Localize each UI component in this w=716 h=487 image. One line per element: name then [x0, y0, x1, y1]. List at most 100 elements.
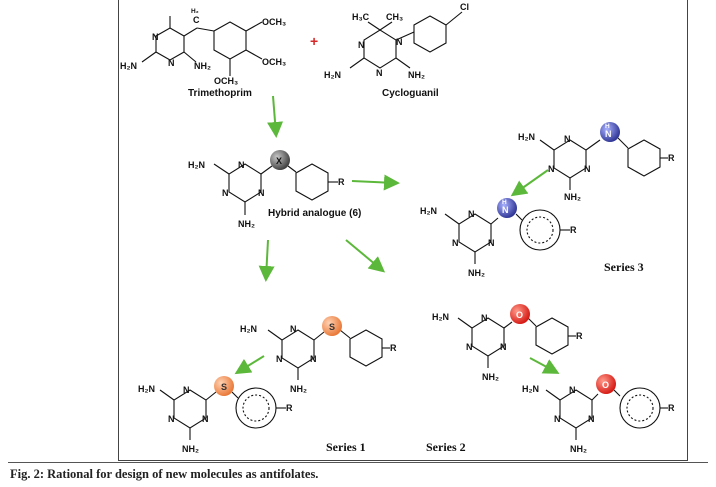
atom-n: N	[376, 68, 383, 78]
atom-och3: OCH₃	[214, 76, 238, 86]
n-linker-ball	[600, 122, 620, 142]
atom-s: S	[329, 322, 335, 332]
o-linker-ball	[596, 374, 616, 394]
atom-n: N	[588, 414, 595, 424]
atom-n: N	[605, 129, 612, 139]
series1-structure-b	[159, 387, 286, 440]
atom-h: H	[605, 123, 610, 130]
atom-o: O	[602, 380, 609, 390]
atom-nh2: NH₂	[408, 70, 425, 80]
atom-n: N	[310, 354, 317, 364]
arrow-hybrid-to-series1	[258, 239, 275, 282]
series3-structure-a	[539, 137, 668, 190]
atom-x: X	[276, 156, 282, 166]
atom-nh2: NH₂	[564, 192, 581, 202]
atom-r: R	[576, 331, 583, 341]
atom-cl: Cl	[460, 2, 469, 12]
atom-n: N	[222, 188, 229, 198]
series1-structure-a	[267, 329, 390, 380]
s-linker-ball	[214, 376, 234, 396]
atom-nh2: NH₂	[238, 219, 255, 229]
atom-r: R	[338, 177, 345, 187]
plus-sign: +	[310, 33, 318, 49]
atom-nh2: NH₂	[468, 268, 485, 278]
x-linker-ball	[270, 150, 290, 170]
atom-nh2: NH₂	[570, 444, 587, 454]
arrow-series2	[529, 357, 560, 374]
atom-n: N	[554, 414, 561, 424]
atom-n: N	[466, 342, 473, 352]
atom-n: N	[183, 385, 190, 395]
atom-s: S	[221, 382, 227, 392]
atom-n: N	[548, 164, 555, 174]
atom-r: R	[668, 403, 675, 413]
series2-structure-a	[457, 317, 576, 368]
atom-o: O	[516, 310, 523, 320]
atom-nh2: NH₂	[482, 372, 499, 382]
atom-h2n: H₂N	[522, 384, 539, 394]
atom-h2n: H₂N	[324, 70, 341, 80]
atom-n: N	[452, 238, 459, 248]
atom-n: N	[468, 209, 475, 219]
atom-r: R	[570, 225, 577, 235]
series1-label: Series 1	[326, 440, 366, 454]
arrow-series3	[510, 169, 549, 197]
atom-n: N	[481, 313, 488, 323]
atom-n: N	[502, 205, 509, 215]
atom-r: R	[668, 153, 675, 163]
series3-structure-b	[444, 209, 570, 264]
atom-h2n: H₂N	[138, 384, 155, 394]
arrow-trimethoprim-to-hybrid	[267, 95, 284, 138]
atom-n: N	[202, 414, 209, 424]
atom-h2n: H₂N	[518, 132, 535, 142]
atom-r: R	[286, 403, 293, 413]
figure-caption: Fig. 2: Rational for design of new molec…	[10, 467, 319, 481]
atom-n: N	[258, 188, 265, 198]
atom-h2: H₂	[191, 8, 199, 15]
atom-n: N	[488, 238, 495, 248]
figure-frame	[118, 0, 688, 461]
atom-h2n: H₂N	[240, 324, 257, 334]
atom-r: R	[390, 343, 397, 353]
trimethoprim-label: Trimethoprim	[188, 88, 252, 99]
atom-h: H	[502, 199, 507, 206]
arrow-hybrid-to-series2	[345, 239, 386, 273]
series3-label: Series 3	[604, 260, 644, 274]
atom-n: N	[290, 324, 297, 334]
atom-n: N	[238, 160, 245, 170]
arrow-series1	[234, 355, 265, 375]
atom-c: C	[193, 15, 200, 25]
hybrid-label: Hybrid analogue (6)	[268, 208, 362, 219]
atom-nh2: NH₂	[290, 384, 307, 394]
atom-och3: OCH₃	[262, 17, 286, 27]
atom-n: N	[358, 40, 365, 50]
trimethoprim-structure	[141, 16, 263, 76]
atom-h2n: H₂N	[420, 206, 437, 216]
atom-ch3: CH₃	[386, 12, 403, 22]
caption-divider	[8, 462, 708, 463]
atom-n: N	[569, 385, 576, 395]
atom-h2n: H₂N	[188, 160, 205, 170]
atom-n: N	[564, 134, 571, 144]
arrows	[234, 95, 560, 375]
atom-n: N	[152, 32, 159, 42]
hybrid-structure	[213, 163, 338, 215]
atom-n: N	[396, 37, 403, 47]
atom-n: N	[168, 414, 175, 424]
atom-nh2: NH₂	[194, 61, 211, 71]
atom-nh2: NH₂	[182, 444, 199, 454]
cycloguanil-label: Cycloguanil	[382, 88, 439, 99]
series2-label: Series 2	[426, 440, 466, 454]
atom-n: N	[500, 342, 507, 352]
series2-structure-b	[545, 387, 668, 440]
cycloguanil-structure	[349, 11, 463, 69]
o-linker-ball	[510, 304, 530, 324]
atom-h2n: H₂N	[120, 61, 137, 71]
atom-och3: OCH₃	[262, 57, 286, 67]
s-linker-ball	[322, 316, 342, 336]
atom-n: N	[276, 354, 283, 364]
arrow-hybrid-to-series3	[351, 174, 400, 191]
atom-h3c: H₃C	[352, 12, 370, 22]
atom-n: N	[584, 164, 591, 174]
